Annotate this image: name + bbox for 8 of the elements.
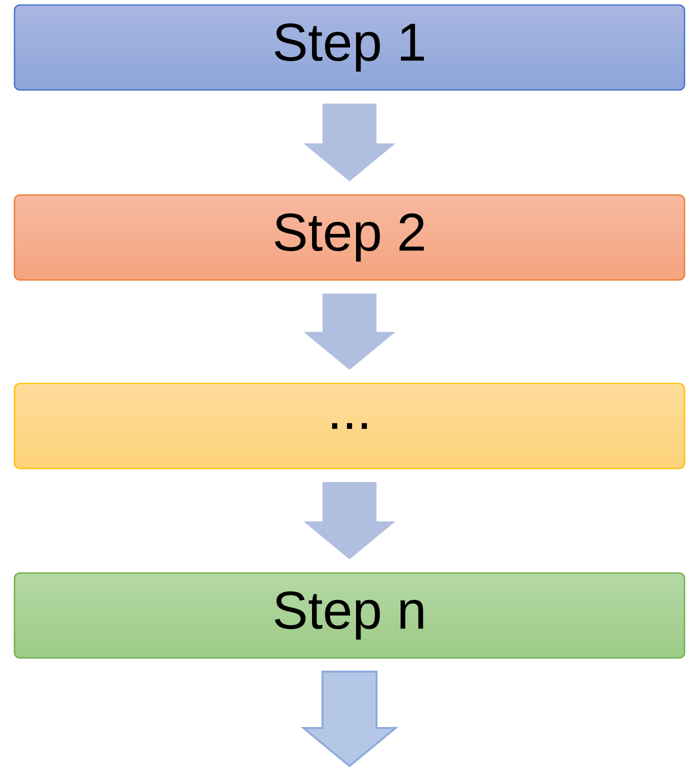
- step-box: Step 2: [14, 194, 686, 281]
- step-box: Step 1: [14, 4, 686, 91]
- block-arrow: [304, 482, 396, 560]
- step-box: Step n: [14, 572, 686, 659]
- step-box: ...: [14, 382, 686, 470]
- block-arrow: [304, 294, 396, 370]
- block-arrow: [304, 104, 396, 182]
- block-arrow: [300, 670, 398, 768]
